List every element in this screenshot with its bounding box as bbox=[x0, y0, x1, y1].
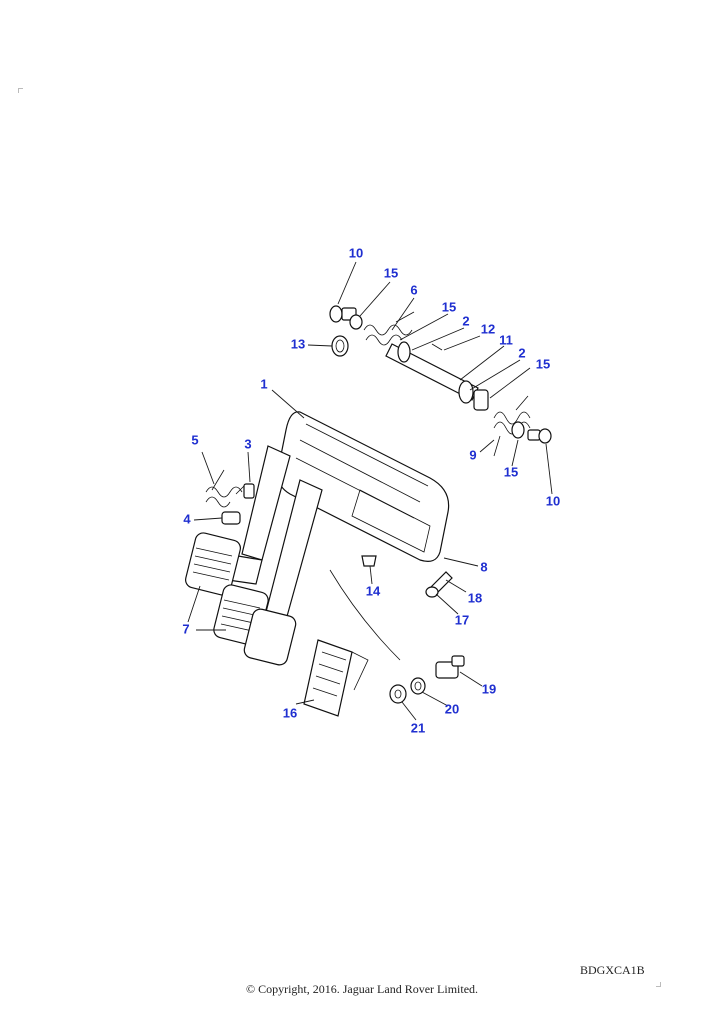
callout-19[interactable]: 19 bbox=[482, 681, 496, 696]
bush-upper-left bbox=[329, 305, 363, 330]
callout-17[interactable]: 17 bbox=[455, 612, 469, 627]
callout-10-bottom[interactable]: 10 bbox=[546, 493, 560, 508]
corner-mark-bottom-right bbox=[656, 982, 661, 987]
small-bolt-3 bbox=[243, 483, 255, 499]
callout-15-right[interactable]: 15 bbox=[536, 356, 550, 371]
pedal-pads bbox=[185, 532, 297, 666]
switch-19 bbox=[435, 655, 465, 679]
callout-14[interactable]: 14 bbox=[366, 583, 381, 598]
washer-20 bbox=[410, 677, 426, 695]
callout-8[interactable]: 8 bbox=[480, 559, 487, 574]
pedal-bracket-housing bbox=[277, 411, 450, 562]
callout-13[interactable]: 13 bbox=[291, 336, 305, 351]
callout-9[interactable]: 9 bbox=[469, 447, 476, 462]
leader-lines bbox=[187, 261, 553, 721]
nut-21 bbox=[389, 684, 407, 704]
callout-10-top[interactable]: 10 bbox=[349, 245, 363, 260]
callout-20[interactable]: 20 bbox=[445, 701, 459, 716]
callout-1[interactable]: 1 bbox=[260, 376, 267, 391]
bolt-17-18 bbox=[425, 571, 453, 598]
callout-16[interactable]: 16 bbox=[283, 705, 297, 720]
clutch-pedal-arm bbox=[227, 445, 291, 585]
callout-5[interactable]: 5 bbox=[191, 432, 198, 447]
callout-11[interactable]: 11 bbox=[499, 332, 513, 347]
left-return-spring bbox=[205, 469, 245, 508]
callout-3[interactable]: 3 bbox=[244, 436, 251, 451]
callout-12[interactable]: 12 bbox=[481, 321, 495, 336]
callout-labels: 10 15 6 15 2 12 13 11 2 15 1 5 3 9 15 10… bbox=[182, 245, 560, 735]
copyright-notice: © Copyright, 2016. Jaguar Land Rover Lim… bbox=[245, 982, 479, 996]
callout-15-top[interactable]: 15 bbox=[384, 265, 398, 280]
callout-6[interactable]: 6 bbox=[410, 282, 417, 297]
callout-2-lower[interactable]: 2 bbox=[518, 345, 525, 360]
callout-18[interactable]: 18 bbox=[468, 590, 482, 605]
spring-upper-left bbox=[363, 311, 415, 346]
callout-2-upper[interactable]: 2 bbox=[462, 313, 469, 328]
bolt-right bbox=[511, 421, 552, 444]
callout-15-upper-mid[interactable]: 15 bbox=[442, 299, 456, 314]
clip-4 bbox=[221, 511, 241, 525]
callout-7[interactable]: 7 bbox=[182, 621, 189, 636]
pivot-shaft-assembly bbox=[385, 341, 489, 411]
cable-line bbox=[329, 569, 401, 661]
accelerator-pedal bbox=[303, 639, 369, 717]
diagram-reference-code: BDGXCA1B bbox=[580, 963, 645, 977]
clip-14 bbox=[361, 555, 377, 567]
corner-mark-top-left bbox=[18, 88, 23, 93]
callout-15-bottom[interactable]: 15 bbox=[504, 464, 518, 479]
circlip-13 bbox=[331, 335, 349, 357]
spring-right bbox=[493, 395, 531, 457]
callout-4[interactable]: 4 bbox=[183, 511, 191, 526]
callout-21[interactable]: 21 bbox=[411, 720, 425, 735]
